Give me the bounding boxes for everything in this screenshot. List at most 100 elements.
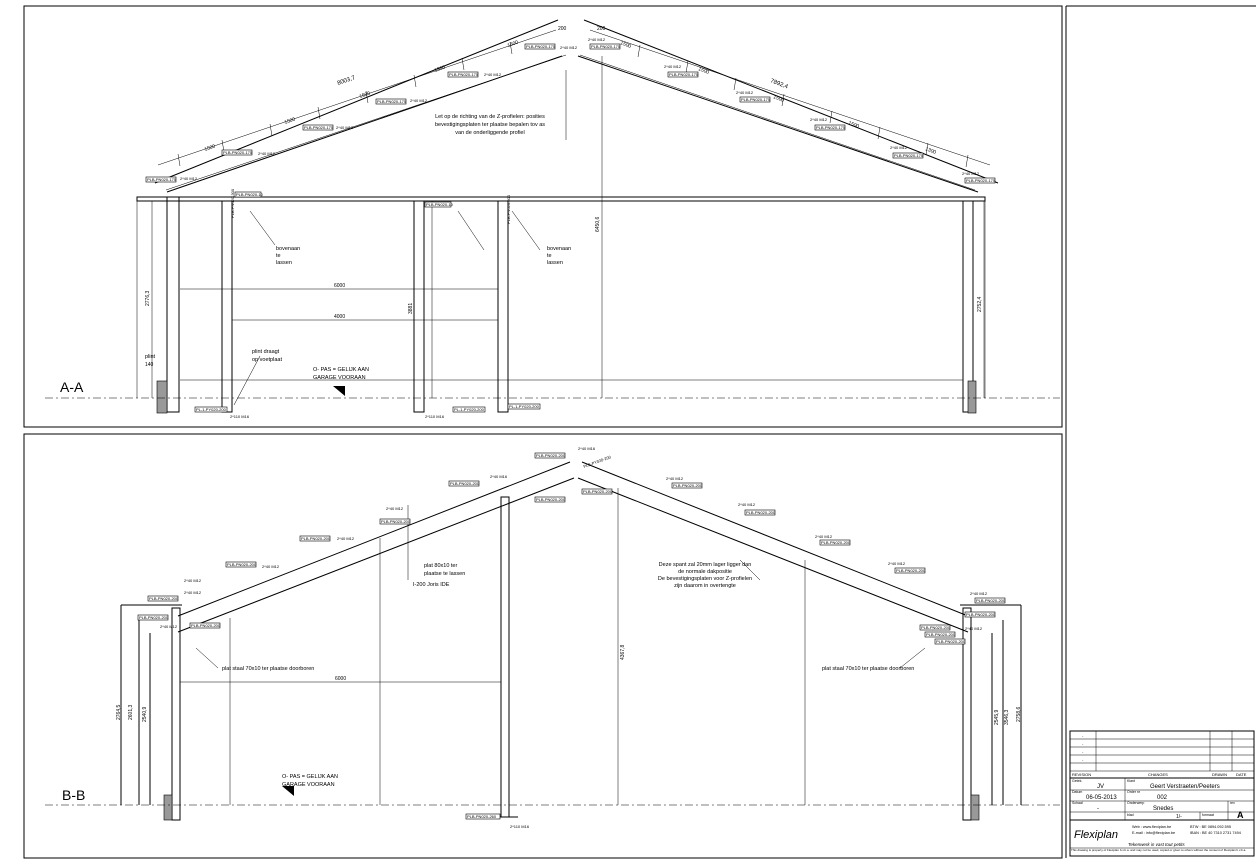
svg-text:2*40 M12: 2*40 M12: [184, 578, 202, 583]
svg-text:2*110 M16: 2*110 M16: [425, 414, 445, 419]
svg-text:2*40 M12: 2*40 M12: [888, 561, 906, 566]
dim-right-rafter: 7892,4: [769, 78, 789, 90]
svg-text:blad: blad: [1127, 813, 1134, 817]
drawing-date: 06-05-2013: [1086, 795, 1117, 801]
svg-text:PLB-PN020-200: PLB-PN020-200: [301, 536, 331, 541]
svg-text:PLB-PN020-200: PLB-PN020-200: [673, 483, 703, 488]
svg-text:de normale dakpositie: de normale dakpositie: [678, 569, 732, 575]
svg-text:1/-: 1/-: [1176, 814, 1182, 820]
dim-bb-span-6000: 6000: [335, 676, 346, 682]
svg-text:1500: 1500: [359, 91, 372, 100]
disclaimer: This drawing is property of Flexiplan b.…: [1071, 849, 1247, 852]
svg-text:Tekenwerk in vast tout petits: Tekenwerk in vast tout petits: [1128, 842, 1185, 847]
svg-text:PLB-PN020-175: PLB-PN020-175: [741, 97, 771, 102]
note-plat7010-right: plat staal 70x10 ter plaatse doorboren: [822, 666, 914, 672]
svg-text:2*40 M12: 2*40 M12: [810, 117, 828, 122]
svg-text:2*40 M12: 2*40 M12: [262, 564, 280, 569]
order-number: 002: [1157, 795, 1168, 801]
svg-text:PLB-PN020-300: PLB-PN020-300: [230, 188, 235, 218]
svg-text:PLB-PN020-200: PLB-PN020-200: [821, 540, 851, 545]
svg-text:2*40 M16: 2*40 M16: [490, 474, 508, 479]
note-opas-aa: O- PAS = GELIJK AAN: [313, 367, 369, 373]
svg-text:PLB-PN020-175: PLB-PN020-175: [591, 44, 621, 49]
svg-text:PLB-PN020-200: PLB-PN020-200: [926, 632, 956, 637]
svg-text:2*40 M12: 2*40 M12: [184, 590, 202, 595]
svg-text:2*40 M12: 2*40 M12: [664, 64, 682, 69]
svg-text:PLB-PN020-260: PLB-PN020-260: [467, 814, 497, 819]
svg-text:2*40 M12: 2*40 M12: [337, 536, 355, 541]
note-zprofile-1: Let op de richting van de Z-profielen: p…: [435, 114, 545, 120]
hdr-revision: REVISION: [1072, 772, 1091, 777]
svg-text:2*40 M12: 2*40 M12: [410, 98, 428, 103]
svg-text:2*110 M16: 2*110 M16: [230, 414, 250, 419]
svg-text:PLB-PN020-200: PLB-PN020-200: [936, 639, 966, 644]
svg-text:2*40 M12: 2*40 M12: [180, 176, 198, 181]
svg-text:3546,3: 3546,3: [1004, 709, 1010, 725]
svg-text:1500: 1500: [619, 40, 632, 50]
svg-text:PLB-PN020-175: PLB-PN020-175: [449, 72, 479, 77]
svg-text:2601,3: 2601,3: [128, 704, 134, 720]
svg-text:PLB-PN020-175: PLB-PN020-175: [894, 153, 924, 158]
svg-text:IBAN : BE 40 7310 2731 7494: IBAN : BE 40 7310 2731 7494: [1190, 831, 1241, 835]
svg-text:-: -: [1082, 733, 1084, 738]
svg-text:4367,8: 4367,8: [620, 644, 626, 660]
svg-text:PLB-PN020-300: PLB-PN020-300: [506, 194, 511, 224]
svg-text:PLB-PN020-200: PLB-PN020-200: [381, 519, 411, 524]
svg-text:van de onderliggende profiel: van de onderliggende profiel: [455, 130, 524, 136]
svg-text:2*40 M12: 2*40 M12: [560, 45, 578, 50]
svg-text:E-mail : info@flexiplan.be: E-mail : info@flexiplan.be: [1132, 831, 1175, 835]
svg-text:Web : www.flexiplan.be: Web : www.flexiplan.be: [1132, 825, 1171, 829]
note-voetplaat: plint draagt: [252, 349, 280, 355]
svg-text:Klant: Klant: [1127, 779, 1135, 783]
note-lassen-right: bovenaan: [547, 246, 571, 252]
svg-text:PLB-PN020-200: PLB-PN020-200: [746, 510, 776, 515]
svg-text:2540,9: 2540,9: [142, 706, 148, 722]
svg-text:2*40 M12: 2*40 M12: [258, 151, 276, 156]
svg-text:PLB-PN020-200: PLB-PN020-200: [227, 562, 257, 567]
svg-text:1500: 1500: [204, 144, 217, 153]
svg-text:PLB-PY020-200: PLB-PY020-200: [583, 454, 613, 469]
svg-text:2*40 M12: 2*40 M12: [336, 125, 354, 130]
svg-text:2*40 M12: 2*40 M12: [484, 72, 502, 77]
dim-height-right: 2752,4: [977, 296, 983, 312]
svg-text:Getek.: Getek.: [1072, 779, 1082, 783]
svg-text:2*40 M12: 2*40 M12: [970, 591, 988, 596]
svg-text:2545,9: 2545,9: [994, 709, 1000, 725]
svg-text:PL-1-PY020-200: PL-1-PY020-200: [509, 404, 540, 409]
svg-text:rev: rev: [1230, 801, 1235, 805]
svg-text:1500: 1500: [697, 66, 710, 76]
svg-text:2*40 M12: 2*40 M12: [962, 171, 980, 176]
svg-text:formaat: formaat: [1202, 813, 1214, 817]
svg-text:-: -: [1082, 757, 1084, 762]
svg-text:2*40 M16: 2*40 M16: [578, 446, 596, 451]
hdr-changes: CHANGES: [1148, 772, 1168, 777]
svg-text:PLB-PN020-200: PLB-PN020-200: [536, 453, 566, 458]
svg-text:1500: 1500: [284, 117, 297, 126]
svg-text:-: -: [1082, 749, 1084, 754]
section-label-bb: B-B: [62, 787, 85, 803]
svg-text:PLB-PN020-175: PLB-PN020-175: [526, 44, 556, 49]
origin-marker-bb: [282, 786, 294, 796]
note-ipe: I-200 Joris IDE: [413, 582, 450, 588]
svg-text:PLB-PN020-175: PLB-PN020-175: [377, 99, 407, 104]
svg-text:te: te: [276, 253, 281, 259]
svg-text:PLB-PN020-175: PLB-PN020-175: [669, 72, 699, 77]
svg-text:PLB-PN020-200: PLB-PN020-200: [976, 598, 1006, 603]
svg-text:PLB-PN020-175: PLB-PN020-175: [223, 150, 253, 155]
svg-text:Order nr: Order nr: [1127, 790, 1141, 794]
svg-text:2*40 M12: 2*40 M12: [738, 502, 756, 507]
svg-text:PLB-PN020-175: PLB-PN020-175: [966, 178, 996, 183]
origin-marker-aa: [333, 386, 345, 396]
note-lassen-left: bovenaan: [276, 246, 300, 252]
svg-text:GARAGE VOORAAN: GARAGE VOORAAN: [282, 782, 335, 788]
svg-text:PLB-PN020-200: PLB-PN020-200: [536, 497, 566, 502]
svg-text:200: 200: [558, 26, 567, 32]
svg-text:2*40 M12: 2*40 M12: [666, 476, 684, 481]
svg-text:200: 200: [597, 26, 606, 32]
svg-text:1300: 1300: [924, 146, 937, 156]
svg-text:2*40 M12: 2*40 M12: [160, 624, 178, 629]
hdr-drawn: DRAWN: [1212, 772, 1227, 777]
svg-text:2758,6: 2758,6: [1016, 706, 1022, 722]
drawn-by: JV: [1097, 784, 1104, 790]
dim-span-6000: 6000: [334, 283, 345, 289]
